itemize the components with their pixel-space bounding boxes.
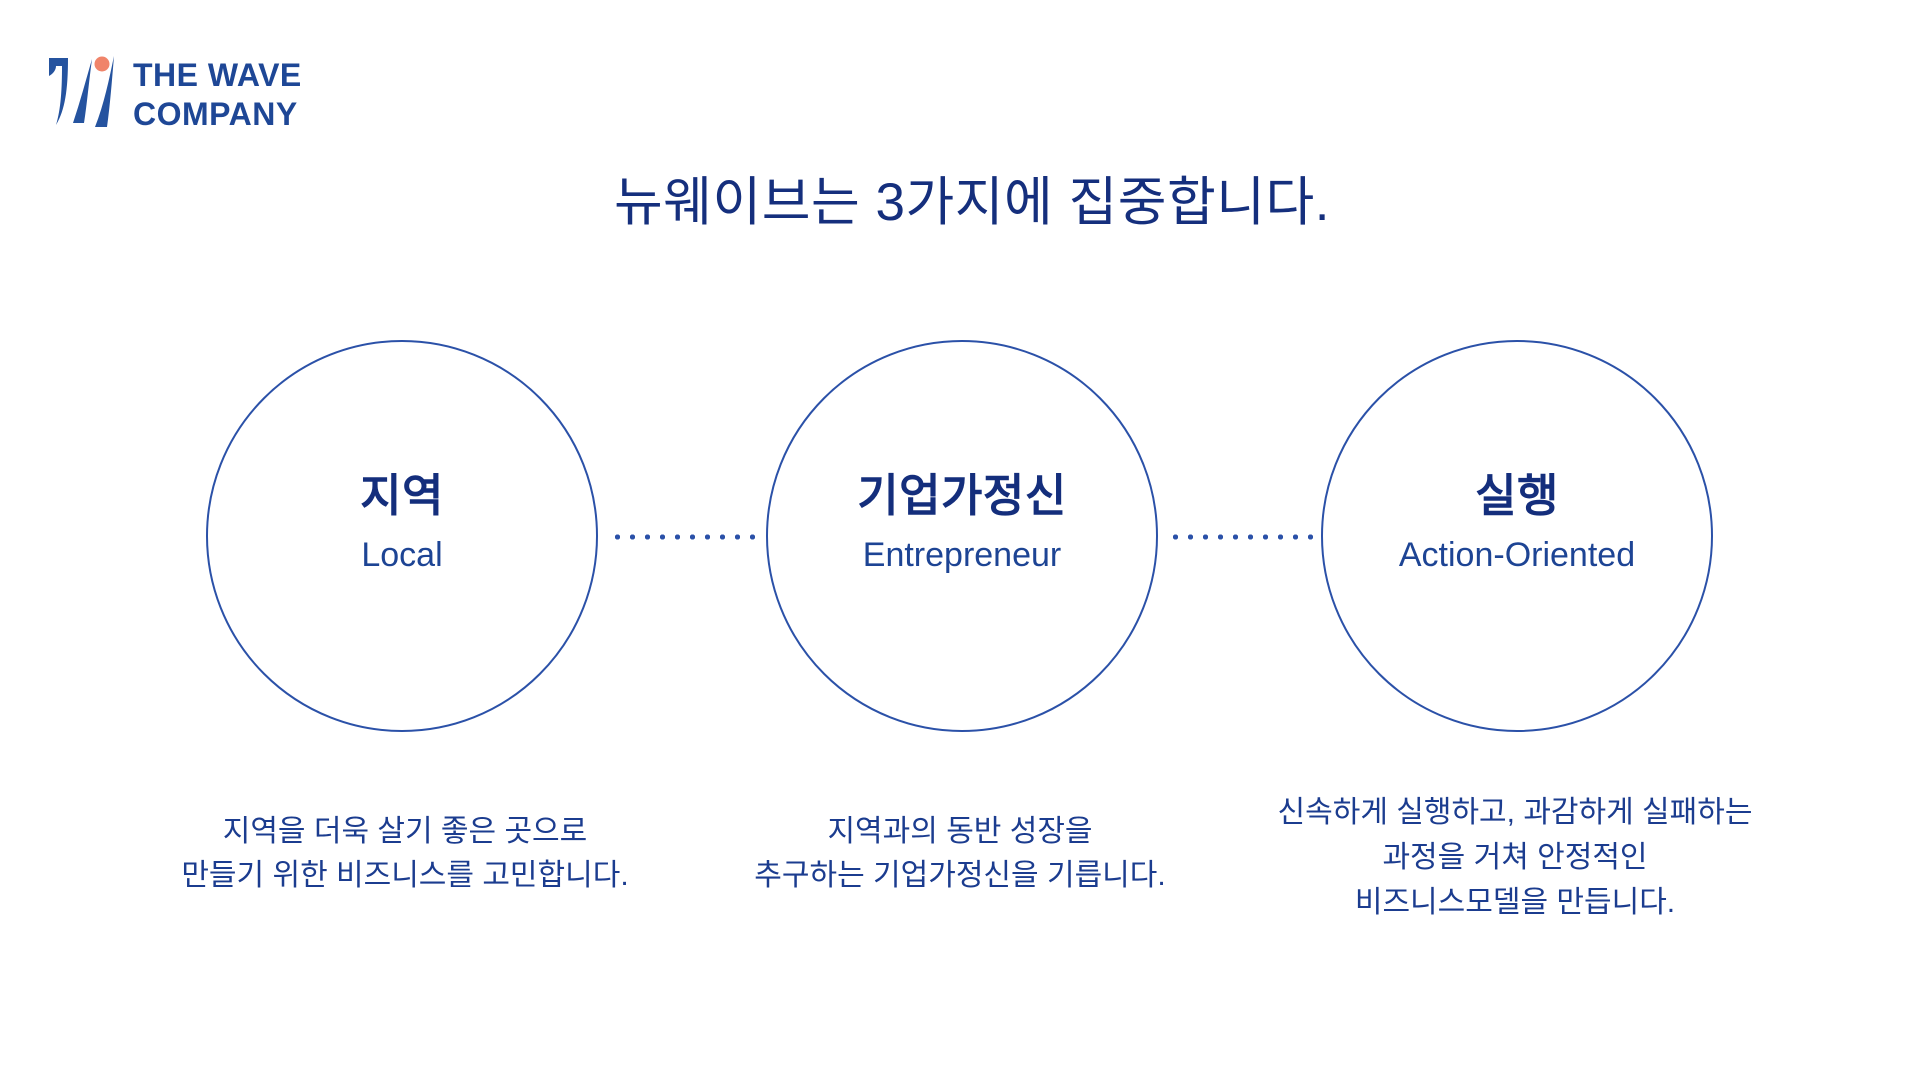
focus-description-entrepreneur: 지역과의 동반 성장을 추구하는 기업가정신을 기릅니다. [668, 810, 1252, 898]
description-line: 과정을 거쳐 안정적인 [1382, 841, 1648, 874]
description-line: 지역과의 동반 성장을 [827, 815, 1093, 848]
description-line: 지역을 더욱 살기 좋은 곳으로 [222, 815, 588, 848]
slide-title: 뉴웨이브는 3가지에 집중합니다. [613, 173, 1331, 232]
logo-wordmark-line1: THE WAVE [133, 57, 302, 93]
focus-description-local: 지역을 더욱 살기 좋은 곳으로 만들기 위한 비즈니스를 고민합니다. [113, 810, 697, 898]
focus-title-en: Action-Oriented [1398, 536, 1636, 574]
focus-circle-local: 지역 Local [206, 340, 598, 732]
focus-title-en: Local [361, 536, 443, 574]
focus-title-ko: 기업가정신 [857, 470, 1067, 521]
description-line: 비즈니스모델을 만듭니다. [1354, 886, 1676, 919]
focus-circle-entrepreneur: 기업가정신 Entrepreneur [766, 340, 1158, 732]
focus-title-en: Entrepreneur [862, 536, 1062, 574]
dotted-connector-right [1166, 534, 1318, 540]
focus-description-action-oriented: 신속하게 실행하고, 과감하게 실패하는 과정을 거쳐 안정적인 비즈니스모델을… [1223, 790, 1807, 925]
focus-circle-action-oriented: 실행 Action-Oriented [1321, 340, 1713, 732]
focus-title-ko: 지역 [360, 470, 444, 521]
logo: THE WAVE COMPANY [48, 54, 302, 134]
description-line: 신속하게 실행하고, 과감하게 실패하는 [1277, 796, 1753, 829]
description-line: 만들기 위한 비즈니스를 고민합니다. [181, 859, 629, 892]
focus-title-ko: 실행 [1475, 470, 1559, 521]
wave-logo-icon [49, 56, 114, 127]
logo-wordmark: THE WAVE COMPANY [133, 56, 302, 134]
logo-wordmark-line2: COMPANY [133, 96, 298, 132]
description-line: 추구하는 기업가정신을 기릅니다. [754, 859, 1166, 892]
dotted-connector-left [608, 534, 764, 540]
